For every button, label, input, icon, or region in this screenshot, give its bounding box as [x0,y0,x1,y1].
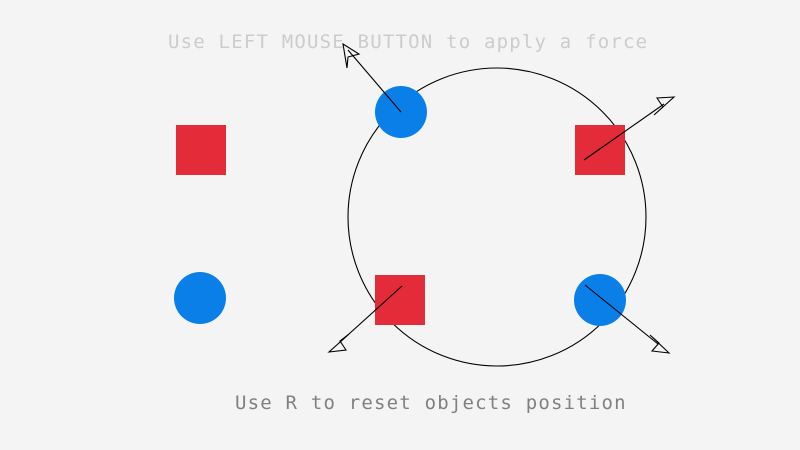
force-arrow-square-bottom [327,285,403,353]
body-square-bottom[interactable] [375,275,425,325]
body-square-right[interactable] [575,125,625,175]
force-arrow-circle-bottom-right [584,284,671,354]
force-arrow-square-right [583,96,676,161]
force-arrow-circle-top [342,42,402,113]
hint-reset-objects: Use R to reset objects position [235,392,627,414]
boundary-circle [347,67,647,367]
hint-apply-force: Use LEFT MOUSE BUTTON to apply a force [168,31,649,53]
body-circle-bottom-right[interactable] [574,274,626,326]
body-square-left[interactable] [176,125,226,175]
body-circle-bottom-left[interactable] [174,272,226,324]
